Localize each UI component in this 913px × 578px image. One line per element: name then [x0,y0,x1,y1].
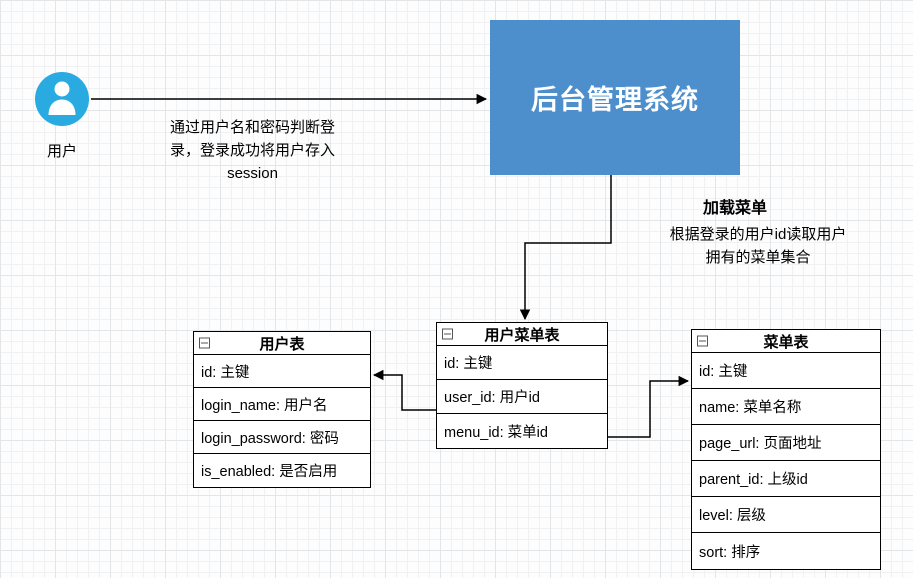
edge-usermenu-to-menu [608,375,690,438]
table-row: id: 主键 [692,353,880,389]
collapse-icon[interactable] [442,328,453,340]
table-row: menu_id: 菜单id [444,424,548,441]
login-note: 通过用户名和密码判断登 录，登录成功将用户存入 session [145,116,360,185]
table-user-menu: 用户菜单表 id: 主键 user_id: 用户id menu_id: 菜单id [436,322,608,449]
table-row: sort: 排序 [699,544,761,561]
login-note-line: session [227,165,278,182]
table-row: login_password: 密码 [194,421,370,454]
login-note-line: 录，登录成功将用户存入 [169,142,335,159]
table-row: name: 菜单名称 [692,389,880,425]
table-menu: 菜单表 id: 主键 name: 菜单名称 page_url: 页面地址 par… [691,329,881,570]
load-menu-note-line: 根据登录的用户id读取用户 [669,226,847,243]
user-actor-label: 用户 [46,143,77,160]
user-actor: 用户 [35,72,89,161]
table-menu-header: 菜单表 [692,330,880,353]
person-icon [35,72,89,126]
table-user-menu-title: 用户菜单表 [484,326,560,344]
table-row: is_enabled: 是否启用 [201,464,338,480]
table-row: parent_id: 上级id [692,461,880,497]
load-menu-note: 根据登录的用户id读取用户 拥有的菜单集合 [638,223,878,269]
table-user-menu-header: 用户菜单表 [437,323,607,346]
table-user-header: 用户表 [194,332,370,355]
system-box: 后台管理系统 [490,20,740,175]
table-row: level: 层级 [692,497,880,533]
table-row: page_url: 页面地址 [692,425,880,461]
collapse-icon[interactable] [199,337,210,349]
table-menu-title: 菜单表 [763,333,809,351]
table-user: 用户表 id: 主键 login_name: 用户名 login_passwor… [193,331,371,488]
load-menu-title: 加载菜单 [702,200,767,217]
table-row: login_name: 用户名 [194,388,370,421]
system-box-label: 后台管理系统 [531,85,699,115]
table-row: id: 主键 [437,346,607,380]
table-row: id: 主键 [194,355,370,388]
table-row: user_id: 用户id [437,380,607,414]
edge-system-to-usermenu [519,175,612,321]
login-note-line: 通过用户名和密码判断登 [169,119,335,136]
load-menu-note-line: 拥有的菜单集合 [705,249,811,266]
table-user-title: 用户表 [259,335,305,353]
collapse-icon[interactable] [697,335,708,347]
edge-usermenu-to-user [372,369,436,411]
